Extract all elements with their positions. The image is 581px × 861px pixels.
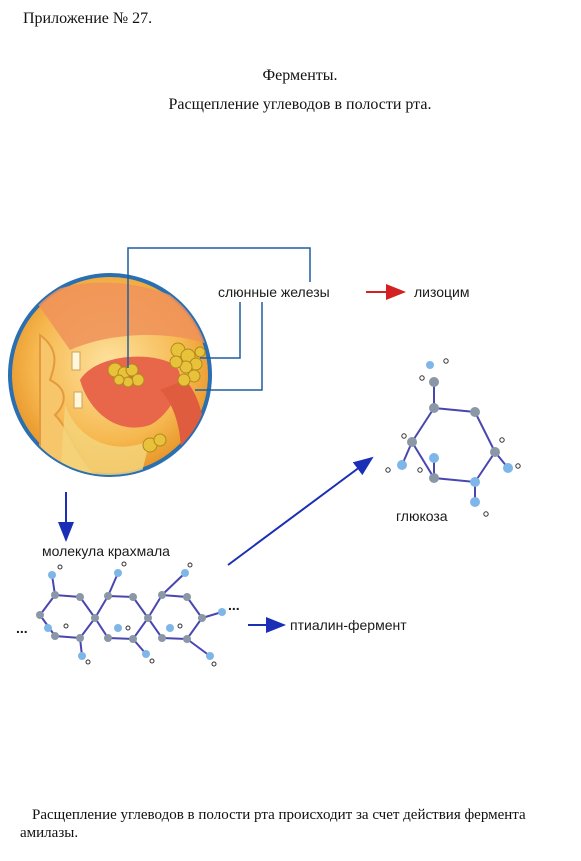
glucose-molecule-illustration [385, 358, 521, 517]
caption-paragraph: Расщепление углеводов в полости рта прои… [20, 807, 526, 841]
starch-molecule-label: молекула крахмала [42, 543, 170, 559]
page-subtitle: Расщепление углеводов в полости рта. [168, 96, 432, 113]
ptyalin-label: птиалин-фермент [290, 617, 407, 633]
glucose-label: глюкоза [396, 508, 448, 524]
gland-connector-lines [127, 247, 311, 391]
mouth-section-illustration [8, 273, 212, 477]
figure-svg: слюнные железы лизоцим молекула крахмала [8, 247, 521, 667]
page-title: Ферменты. [262, 67, 338, 84]
ellipsis-right: ... [228, 597, 240, 613]
ellipsis-left: ... [16, 620, 28, 636]
digestion-figure: слюнные железы лизоцим молекула крахмала [0, 240, 535, 670]
starch-chain-illustration [36, 561, 226, 667]
diagonal-arrow-icon [227, 456, 374, 566]
lysozyme-label: лизоцим [414, 284, 470, 300]
appendix-number: Приложение № 27. [23, 10, 153, 27]
salivary-glands-label: слюнные железы [218, 284, 330, 300]
